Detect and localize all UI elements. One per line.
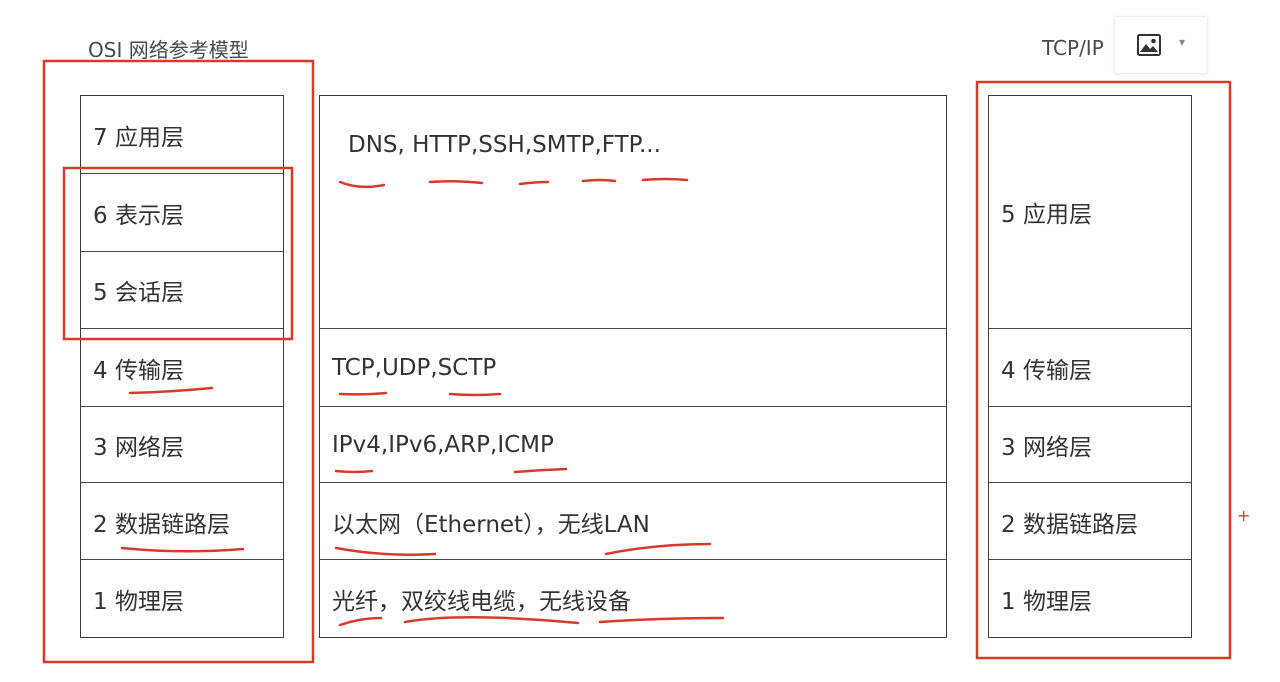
- datalink-protocols: 以太网（Ethernet），无线LAN: [320, 482, 946, 560]
- image-icon: [1137, 34, 1161, 56]
- caret-down-icon: ▾: [1179, 35, 1186, 49]
- osi-layer-6: 6 表示层: [81, 173, 283, 251]
- osi-layer-1: 1 物理层: [81, 559, 283, 637]
- application-protocols: DNS, HTTP,SSH,SMTP,FTP...: [348, 132, 661, 158]
- tcpip-layer-2: 2 数据链路层: [989, 482, 1191, 560]
- tcpip-layer-3: 3 网络层: [989, 406, 1191, 482]
- annotation-plus: +: [1237, 506, 1251, 525]
- network-protocols: IPv4,IPv6,ARP,ICMP: [320, 406, 946, 482]
- osi-layer-5: 5 会话层: [81, 251, 283, 328]
- tcpip-model-title: TCP/IP: [1042, 36, 1104, 60]
- protocol-table: DNS, HTTP,SSH,SMTP,FTP... TCP,UDP,SCTP I…: [319, 95, 947, 638]
- tcpip-layer-1: 1 物理层: [989, 559, 1191, 637]
- physical-protocols: 光纤，双绞线电缆，无线设备: [320, 559, 946, 637]
- osi-layer-4: 4 传输层: [81, 328, 283, 406]
- tcpip-layer-4: 4 传输层: [989, 328, 1191, 406]
- tcpip-layer-5: 5 应用层: [1001, 202, 1092, 228]
- osi-layer-table: 7 应用层 6 表示层 5 会话层 4 传输层 3 网络层 2 数据链路层 1 …: [80, 95, 284, 638]
- tcpip-layer-table: 5 应用层 4 传输层 3 网络层 2 数据链路层 1 物理层: [988, 95, 1192, 638]
- transport-protocols: TCP,UDP,SCTP: [320, 328, 946, 406]
- osi-layer-2: 2 数据链路层: [81, 482, 283, 560]
- image-menu-button[interactable]: ▾: [1114, 16, 1208, 74]
- osi-layer-7: 7 应用层: [93, 125, 184, 151]
- osi-layer-3: 3 网络层: [81, 406, 283, 482]
- osi-model-title: OSI 网络参考模型: [88, 38, 249, 62]
